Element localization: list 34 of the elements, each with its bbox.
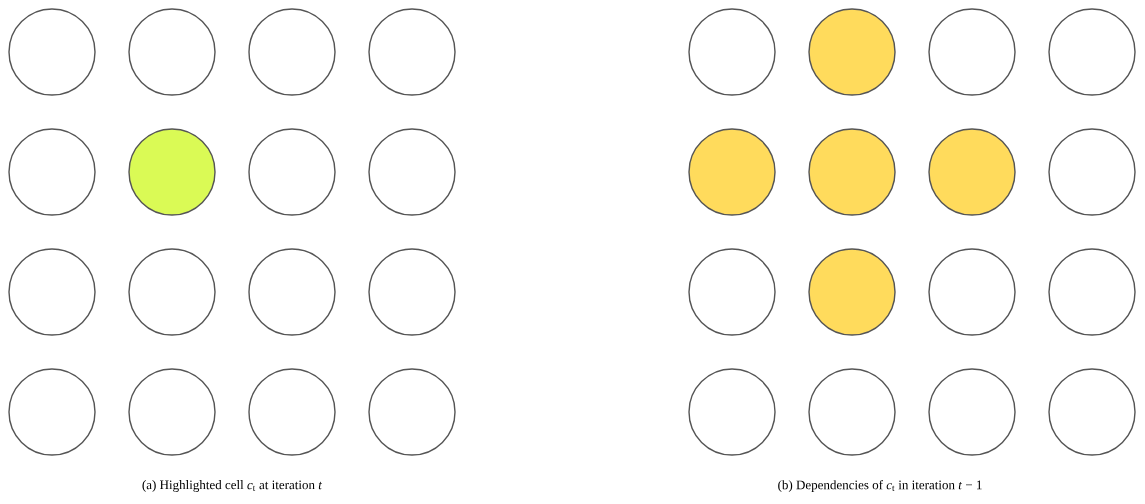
cell-circle (688, 248, 776, 336)
cell-circle (8, 8, 96, 96)
cell-circle (928, 8, 1016, 96)
cell-circle (928, 248, 1016, 336)
cell-circle (368, 8, 456, 96)
cell-circle (928, 368, 1016, 456)
cell-circle (128, 248, 216, 336)
cell-circle (808, 128, 896, 216)
cell-circle (8, 368, 96, 456)
cell-circle (248, 8, 336, 96)
cell-circle (8, 128, 96, 216)
cell-circle (688, 128, 776, 216)
subfigure-caption: (a) Highlighted cell c$_{t}$ at iteration t (142, 480, 323, 492)
cell-circle (128, 368, 216, 456)
cell-circle (1048, 8, 1136, 96)
cell-circle (808, 8, 896, 96)
cell-circle (368, 368, 456, 456)
cell-circle (688, 8, 776, 96)
cell-circle (1048, 368, 1136, 456)
cell-circle (928, 128, 1016, 216)
cell-circle (128, 128, 216, 216)
subfigure-caption: (b) Dependencies of c$_{t}$ in iteration t − 1 (778, 480, 982, 492)
cell-circle (248, 128, 336, 216)
cell-circle (368, 128, 456, 216)
cell-circle (808, 368, 896, 456)
cell-circle (248, 248, 336, 336)
cell-circle (808, 248, 896, 336)
cell-circle (1048, 128, 1136, 216)
cell-circle (688, 368, 776, 456)
cell-circle (8, 248, 96, 336)
cell-circle (1048, 248, 1136, 336)
cell-circle (128, 8, 216, 96)
cell-circle (368, 248, 456, 336)
cell-circle (248, 368, 336, 456)
